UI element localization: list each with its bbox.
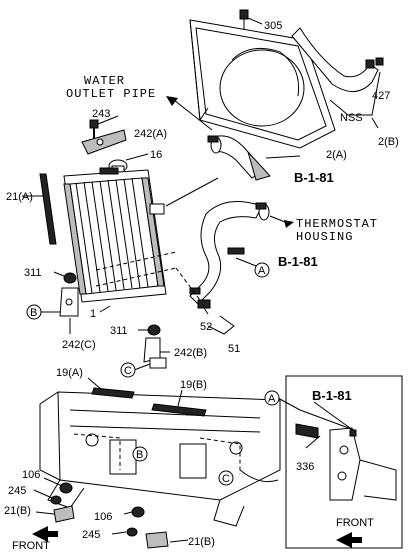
- callout-circle-c: [120, 362, 136, 378]
- radiator-core: [63, 167, 167, 303]
- ref-label-b181-top: B-1-81: [294, 170, 334, 185]
- part-label-311-top: 311: [24, 267, 42, 279]
- callout-circle-inset-a: [264, 390, 280, 406]
- part-label-242a: 242(A): [134, 128, 167, 140]
- part-label-243: 243: [92, 108, 110, 120]
- mount-311-upper: [63, 272, 77, 284]
- mount-311-lower: [147, 324, 161, 336]
- bolt-243: [89, 119, 99, 140]
- drain-cock-52: [197, 299, 211, 315]
- note-front-right: FRONT: [336, 517, 374, 529]
- part-label-21a: 21(A): [6, 191, 33, 203]
- part-label-305: 305: [264, 20, 282, 32]
- part-label-106-left: 106: [22, 469, 40, 481]
- callout-a: A: [258, 265, 266, 277]
- part-label-427: 427: [372, 90, 390, 102]
- bracket-242c: [59, 287, 79, 317]
- lower-hose-2b: [189, 201, 270, 305]
- part-label-19b: 19(B): [180, 379, 207, 391]
- callout-circle-b2: [132, 446, 148, 462]
- note-water-outlet-line1: WATER: [84, 74, 125, 88]
- seal-21a: [39, 173, 57, 245]
- part-label-21b-left: 21(B): [4, 505, 31, 517]
- part-label-2b: 2(B): [378, 136, 399, 148]
- callout-c: C: [124, 365, 132, 377]
- note-front-left: FRONT: [12, 540, 50, 552]
- callout-circle-a: [254, 262, 270, 278]
- seal-19a: [91, 387, 135, 399]
- part-label-21b-bottom: 21(B): [188, 536, 215, 548]
- seal-21b-left: [53, 505, 75, 523]
- callout-circle-b: [26, 304, 42, 320]
- part-label-16: 16: [150, 149, 162, 161]
- seal-336: [295, 423, 319, 439]
- front-arrow-left: [32, 526, 58, 542]
- part-label-245-left: 245: [8, 485, 26, 497]
- cushion-106-bottom: [131, 506, 145, 518]
- part-label-242b: 242(B): [174, 347, 207, 359]
- seal-19b: [151, 403, 207, 417]
- part-label-336: 336: [296, 461, 314, 473]
- callout-inset-a: A: [268, 393, 276, 405]
- front-arrow-right: [336, 532, 362, 548]
- upper-hose-2a: [207, 135, 271, 181]
- ref-label-b181-mid: B-1-81: [278, 254, 318, 269]
- inset-detail-box: [285, 375, 403, 549]
- front-cross-member: [39, 391, 281, 527]
- callout-b: B: [30, 307, 37, 319]
- note-thermostat-line1: THERMOSTAT: [296, 217, 378, 231]
- nut-245-bottom: [126, 527, 138, 537]
- bracket-242b: [143, 337, 167, 369]
- callout-circle-c2: [218, 470, 234, 486]
- part-label-245-bottom: 245: [82, 529, 100, 541]
- inset-bracket: [329, 427, 397, 501]
- fan-shroud: [189, 19, 336, 149]
- bolt-305: [239, 9, 249, 30]
- part-label-19a: 19(A): [56, 367, 83, 379]
- fan-shroud-lower: [291, 27, 384, 92]
- cushion-106-left: [59, 482, 73, 494]
- part-label-311-bottom: 311: [110, 325, 128, 337]
- note-water-outlet-line2: OUTLET PIPE: [66, 87, 156, 101]
- part-label-52: 52: [200, 321, 212, 333]
- callout-b2: B: [136, 449, 143, 461]
- bracket-242a: [81, 129, 127, 155]
- part-label-2a: 2(A): [326, 149, 347, 161]
- part-label-242c: 242(C): [62, 339, 96, 351]
- ref-label-inset-b181: B-1-81: [312, 388, 352, 403]
- part-label-1: 1: [90, 308, 96, 320]
- nut-245-left: [50, 495, 62, 505]
- part-label-nss: NSS: [340, 112, 363, 124]
- callout-c2: C: [222, 473, 230, 485]
- note-thermostat-line2: HOUSING: [296, 230, 353, 244]
- seal-21b-bottom: [145, 531, 169, 549]
- part-label-106-bottom: 106: [94, 511, 112, 523]
- part-label-51: 51: [228, 343, 240, 355]
